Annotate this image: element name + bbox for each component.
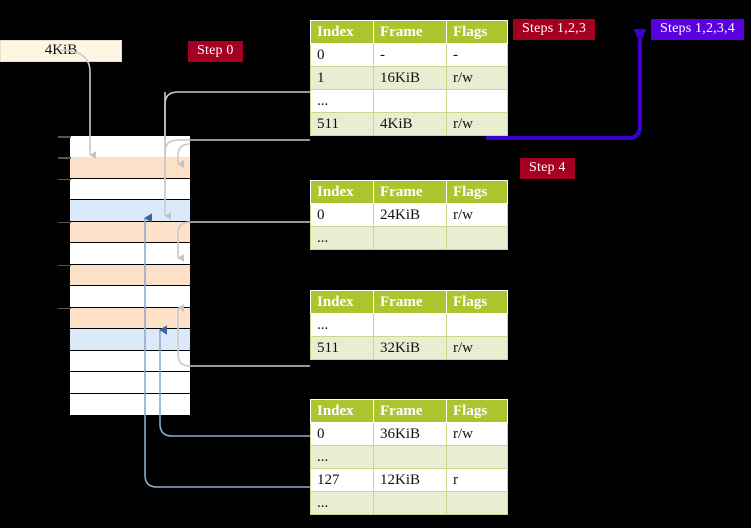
column-header-index: Index	[310, 290, 374, 314]
step4-badge: Step 4	[520, 158, 575, 179]
cell-flags	[446, 491, 508, 515]
cell-index: ...	[310, 491, 374, 515]
memory-frame-row	[70, 372, 190, 394]
cell-index: 511	[310, 336, 374, 360]
memory-frame-tick	[58, 307, 71, 310]
column-header-flags: Flags	[446, 180, 508, 204]
cell-flags: r/w	[446, 422, 508, 446]
column-header-index: Index	[310, 399, 374, 423]
memory-frame-row	[70, 393, 190, 416]
cell-index: 0	[310, 43, 374, 67]
cell-frame	[373, 89, 447, 113]
cell-index: ...	[310, 445, 374, 469]
cell-frame: 36KiB	[373, 422, 447, 446]
column-header-frame: Frame	[373, 20, 447, 44]
column-header-flags: Flags	[446, 20, 508, 44]
memory-frame-row	[70, 136, 190, 158]
memory-frame-tick	[58, 157, 71, 159]
memory-frame-tick	[58, 178, 71, 181]
cell-flags: r	[446, 468, 508, 492]
cell-flags: r/w	[446, 112, 508, 136]
memory-frame-tick	[58, 221, 71, 224]
column-header-frame: Frame	[373, 290, 447, 314]
cell-frame: 32KiB	[373, 336, 447, 360]
memory-frame-tick	[58, 136, 71, 138]
cell-flags: -	[446, 43, 508, 67]
cell-frame: 12KiB	[373, 468, 447, 492]
cell-frame: 24KiB	[373, 203, 447, 227]
cell-frame	[373, 313, 447, 337]
cell-frame: -	[373, 43, 447, 67]
table-row: ...	[310, 89, 508, 113]
memory-frame-row	[70, 178, 190, 201]
column-header-frame: Frame	[373, 399, 447, 423]
cell-index: ...	[310, 313, 374, 337]
table-row: 0--	[310, 43, 508, 67]
column-header-frame: Frame	[373, 180, 447, 204]
memory-frame-tick	[58, 264, 71, 267]
cell-index: 1	[310, 66, 374, 90]
table-row: ...	[310, 445, 508, 469]
memory-frame-row	[70, 307, 190, 330]
steps1234-badge: Steps 1,2,3,4	[651, 19, 744, 40]
memory-frame-row	[70, 350, 190, 373]
cell-flags	[446, 313, 508, 337]
cell-frame: 16KiB	[373, 66, 447, 90]
memory-frame-row	[70, 243, 190, 265]
steps123-badge: Steps 1,2,3	[513, 19, 596, 40]
cell-index: 0	[310, 203, 374, 227]
cell-index: ...	[310, 89, 374, 113]
memory-frame-row	[70, 200, 190, 222]
table-row: ...	[310, 226, 508, 250]
memory-frame-row	[70, 264, 190, 287]
cell-flags	[446, 226, 508, 250]
cell-index: 0	[310, 422, 374, 446]
cell-frame	[373, 491, 447, 515]
column-header-index: Index	[310, 20, 374, 44]
cell-index: 511	[310, 112, 374, 136]
cell-frame: 4KiB	[373, 112, 447, 136]
cell-frame	[373, 226, 447, 250]
table-row: ...	[310, 313, 508, 337]
memory-frame-row	[70, 329, 190, 351]
column-header-index: Index	[310, 180, 374, 204]
cell-index: ...	[310, 226, 374, 250]
cell-flags: r/w	[446, 203, 508, 227]
column-header-flags: Flags	[446, 399, 508, 423]
cell-flags: r/w	[446, 66, 508, 90]
cell-frame	[373, 445, 447, 469]
cell-flags: r/w	[446, 336, 508, 360]
memory-frame-row	[70, 157, 190, 179]
cell-flags	[446, 89, 508, 113]
step0-badge: Step 0	[188, 41, 243, 62]
cell-index: 127	[310, 468, 374, 492]
cell-flags	[446, 445, 508, 469]
column-header-flags: Flags	[446, 290, 508, 314]
memory-frame-row	[70, 221, 190, 244]
frame-size-label: 4KiB	[0, 40, 122, 62]
memory-frame-row	[70, 286, 190, 308]
table-row: ...	[310, 491, 508, 515]
